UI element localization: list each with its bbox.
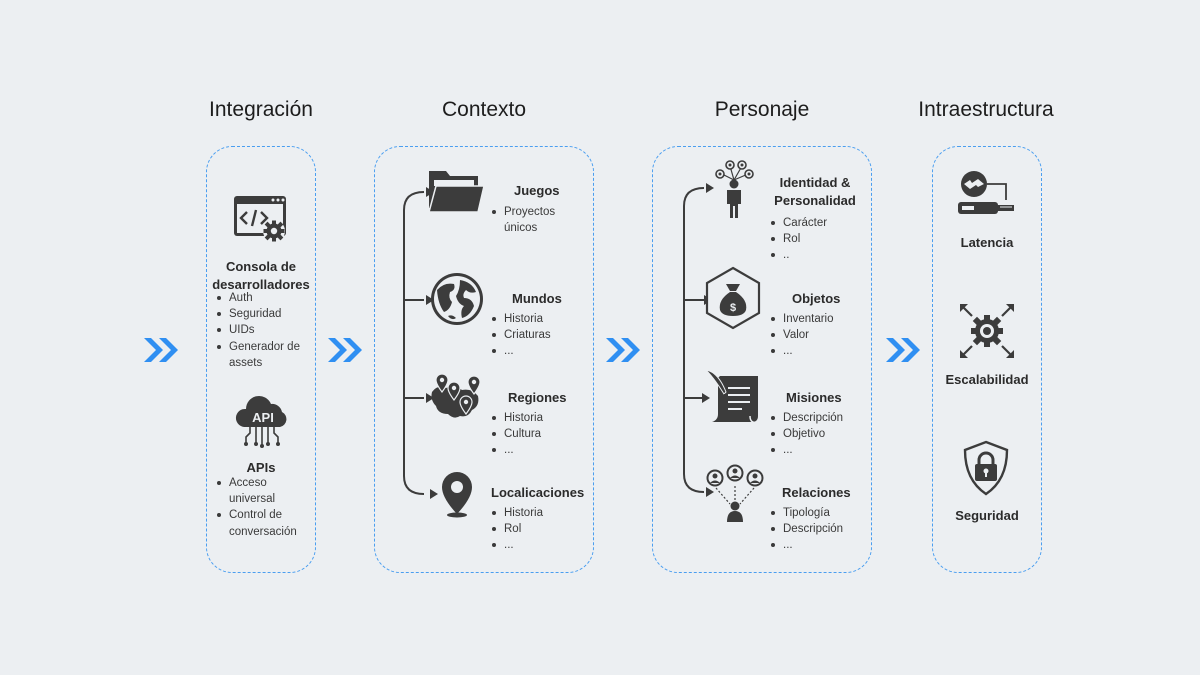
api-badge: API [252, 410, 274, 425]
shield-lock-icon [963, 440, 1009, 496]
list-item: Carácter [768, 215, 858, 231]
column-title-infraestructura: Intraestructura [918, 98, 1054, 121]
chevron-double-icon [328, 338, 362, 362]
list-item: Rol [489, 521, 579, 537]
list-item: Descripción [768, 410, 858, 426]
list-item: ... [768, 537, 858, 553]
objetos-list: Inventario Valor ... [768, 311, 858, 360]
folder-icon [428, 171, 485, 213]
misiones-list: Descripción Objetivo ... [768, 410, 858, 459]
list-item: Historia [489, 410, 579, 426]
regiones-title: Regiones [508, 390, 567, 405]
identidad-list: Carácter Rol .. [768, 215, 858, 264]
consola-list: Auth Seguridad UIDs Generador de assets [214, 290, 314, 371]
money-bag-hexagon-icon: $ [705, 266, 761, 330]
globe-icon [431, 273, 483, 325]
svg-text:$: $ [730, 302, 736, 314]
list-item: Acceso universal [214, 475, 314, 507]
list-item: Auth [214, 290, 314, 306]
list-item: Historia [489, 311, 579, 327]
list-item: Valor [768, 327, 858, 343]
person-network-icon [715, 160, 754, 218]
chevron-double-icon [606, 338, 640, 362]
localicaciones-list: Historia Rol ... [489, 505, 579, 554]
seguridad-title: Seguridad [955, 508, 1019, 523]
list-item: Rol [768, 231, 858, 247]
mundos-list: Historia Criaturas ... [489, 311, 579, 360]
list-item: .. [768, 247, 858, 263]
panel-personaje [652, 146, 872, 573]
consola-title: Consola de desarrolladores [212, 259, 310, 292]
list-item: ... [768, 343, 858, 359]
list-item: Cultura [489, 426, 579, 442]
scroll-quill-icon [704, 369, 759, 424]
api-cloud-icon: API [235, 396, 287, 448]
list-item: Descripción [768, 521, 858, 537]
panel-integracion [206, 146, 316, 573]
chevron-double-icon [144, 338, 178, 362]
list-item: Seguridad [214, 306, 314, 322]
relaciones-title: Relaciones [782, 485, 851, 500]
regiones-list: Historia Cultura ... [489, 410, 579, 459]
list-item: Historia [489, 505, 579, 521]
column-title-integracion: Integración [209, 98, 313, 121]
localicaciones-title: Localicaciones [491, 485, 585, 500]
chevron-double-icon [886, 338, 920, 362]
map-pins-icon [431, 373, 481, 418]
list-item: ... [489, 343, 579, 359]
list-item: Criaturas [489, 327, 579, 343]
list-item: ... [768, 442, 858, 458]
list-item: Generador de assets [214, 339, 314, 371]
relaciones-list: Tipología Descripción ... [768, 505, 858, 554]
misiones-title: Misiones [786, 390, 842, 405]
panel-contexto [374, 146, 594, 573]
juegos-title: Juegos [514, 183, 560, 198]
mundos-title: Mundos [512, 291, 562, 306]
list-item: UIDs [214, 322, 314, 338]
list-item: ... [489, 442, 579, 458]
list-item: Proyectos únicos [489, 204, 579, 236]
objetos-title: Objetos [792, 291, 841, 306]
escalabilidad-title: Escalabilidad [945, 372, 1029, 387]
column-title-contexto: Contexto [441, 98, 527, 121]
code-window-gear-icon [234, 196, 286, 242]
juegos-list: Proyectos únicos [489, 204, 579, 236]
gear-arrows-icon [960, 304, 1014, 358]
list-item: Tipología [768, 505, 858, 521]
people-network-icon [706, 464, 764, 522]
panel-infraestructura [932, 146, 1042, 573]
router-icon [958, 171, 1014, 214]
list-item: Inventario [768, 311, 858, 327]
list-item: ... [489, 537, 579, 553]
identidad-title: Identidad & Personalidad [774, 175, 856, 208]
latencia-title: Latencia [960, 235, 1014, 250]
apis-title: APIs [246, 460, 276, 475]
apis-list: Acceso universal Control de conversación [214, 475, 314, 540]
list-item: Control de conversación [214, 507, 314, 539]
location-pin-icon [442, 472, 472, 518]
column-title-personaje: Personaje [714, 98, 810, 121]
list-item: Objetivo [768, 426, 858, 442]
